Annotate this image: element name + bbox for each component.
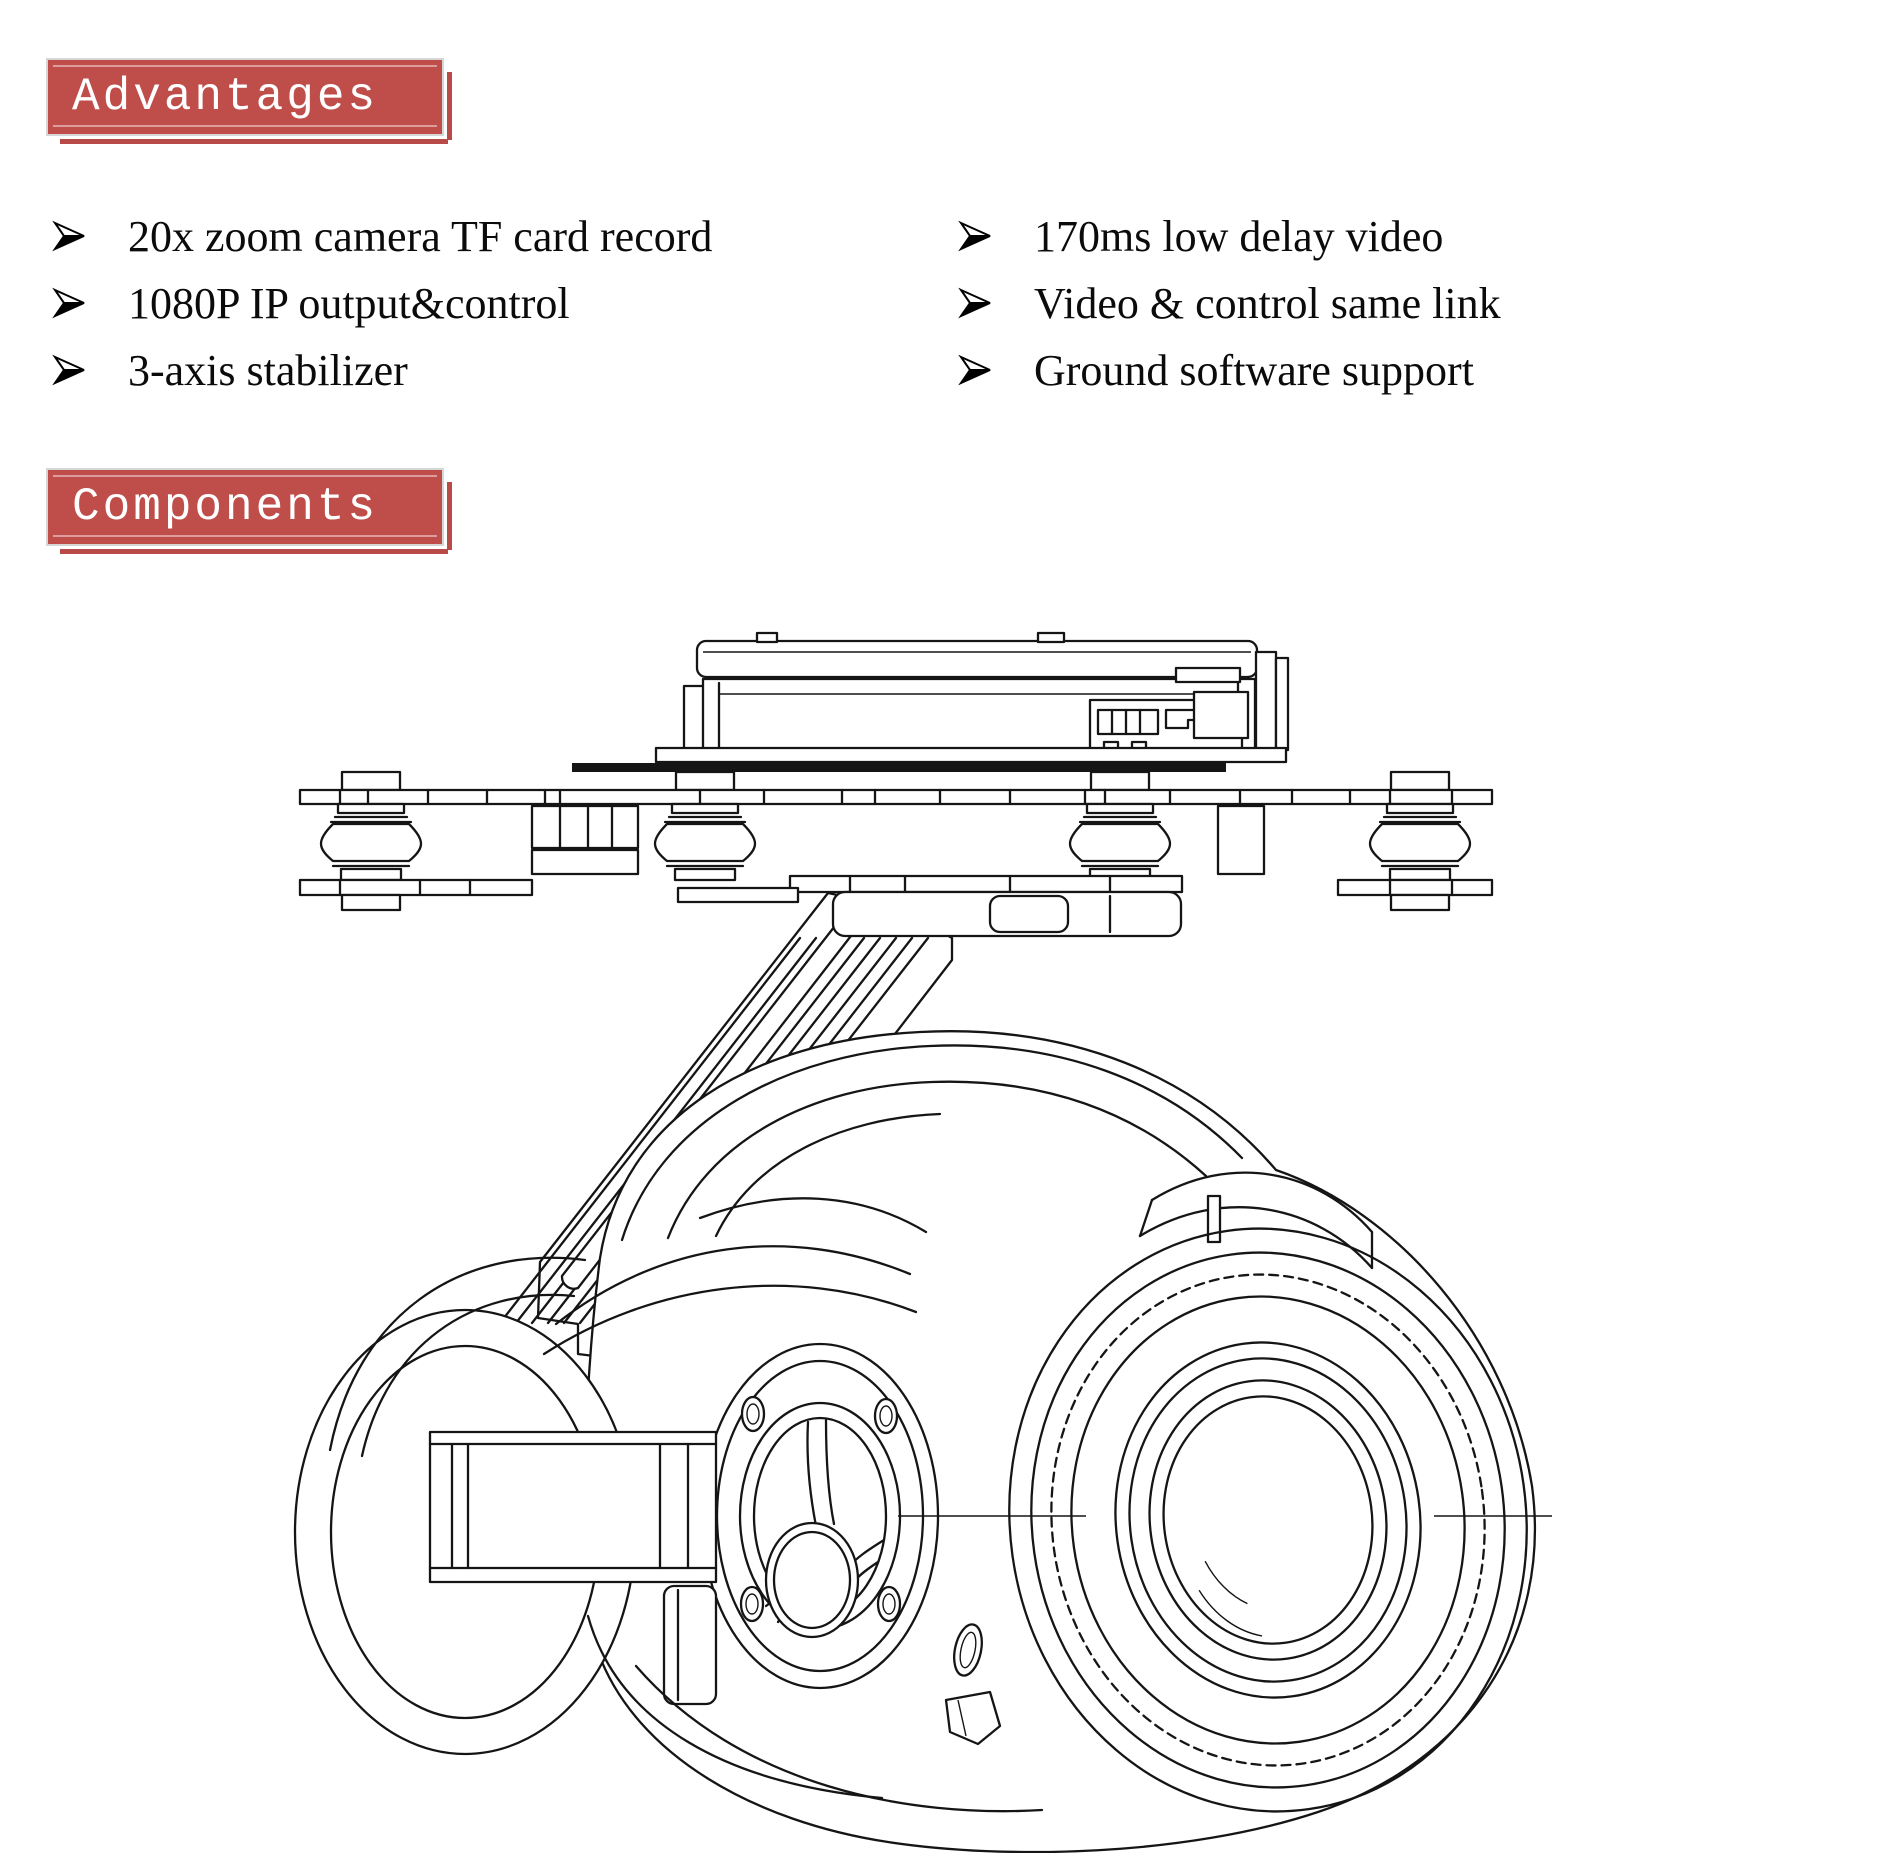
arrow-bullet-icon (958, 287, 1034, 319)
badge-inner-line (53, 475, 437, 477)
mount-plate (298, 770, 1494, 806)
section-header-advantages: Advantages (46, 58, 452, 144)
advantage-item: 1080P IP output&control (128, 278, 570, 328)
advantage-item: 170ms low delay video (1034, 211, 1444, 261)
vibration-damper (319, 802, 423, 882)
bottom-details (586, 1614, 1044, 1813)
components-title: Components (72, 481, 379, 533)
electronics-box (572, 631, 1290, 772)
section-header-components: Components (46, 468, 452, 554)
vibration-damper (1068, 802, 1172, 882)
arrow-bullet-icon (52, 287, 128, 319)
lower-plates-and-mount (298, 804, 1494, 938)
list-item: 1080P IP output&control (52, 275, 570, 331)
arrow-bullet-icon (52, 354, 128, 386)
list-item: Ground software support (958, 342, 1474, 398)
arrow-bullet-icon (958, 354, 1034, 386)
list-item: 3-axis stabilizer (52, 342, 408, 398)
arrow-bullet-icon (958, 220, 1034, 252)
advantages-title: Advantages (72, 71, 379, 123)
list-item: Video & control same link (958, 275, 1501, 331)
zoom-lens (1008, 1227, 1528, 1813)
badge-inner-line (53, 65, 437, 67)
advantage-item: 3-axis stabilizer (128, 345, 408, 395)
list-item: 20x zoom camera TF card record (52, 208, 712, 264)
list-item: 170ms low delay video (958, 208, 1443, 264)
body-neck-contours (542, 1197, 928, 1356)
advantage-item: Video & control same link (1034, 278, 1501, 328)
arrow-bullet-icon (52, 220, 128, 252)
advantage-item: Ground software support (1034, 345, 1474, 395)
advantage-item: 20x zoom camera TF card record (128, 211, 713, 261)
flange-screw (739, 1395, 902, 1623)
badge-inner-line (53, 125, 437, 127)
vibration-damper (653, 802, 757, 882)
pitch-motor-box (428, 1430, 718, 1706)
badge-inner-line (53, 535, 437, 537)
vibration-damper (1368, 802, 1472, 882)
